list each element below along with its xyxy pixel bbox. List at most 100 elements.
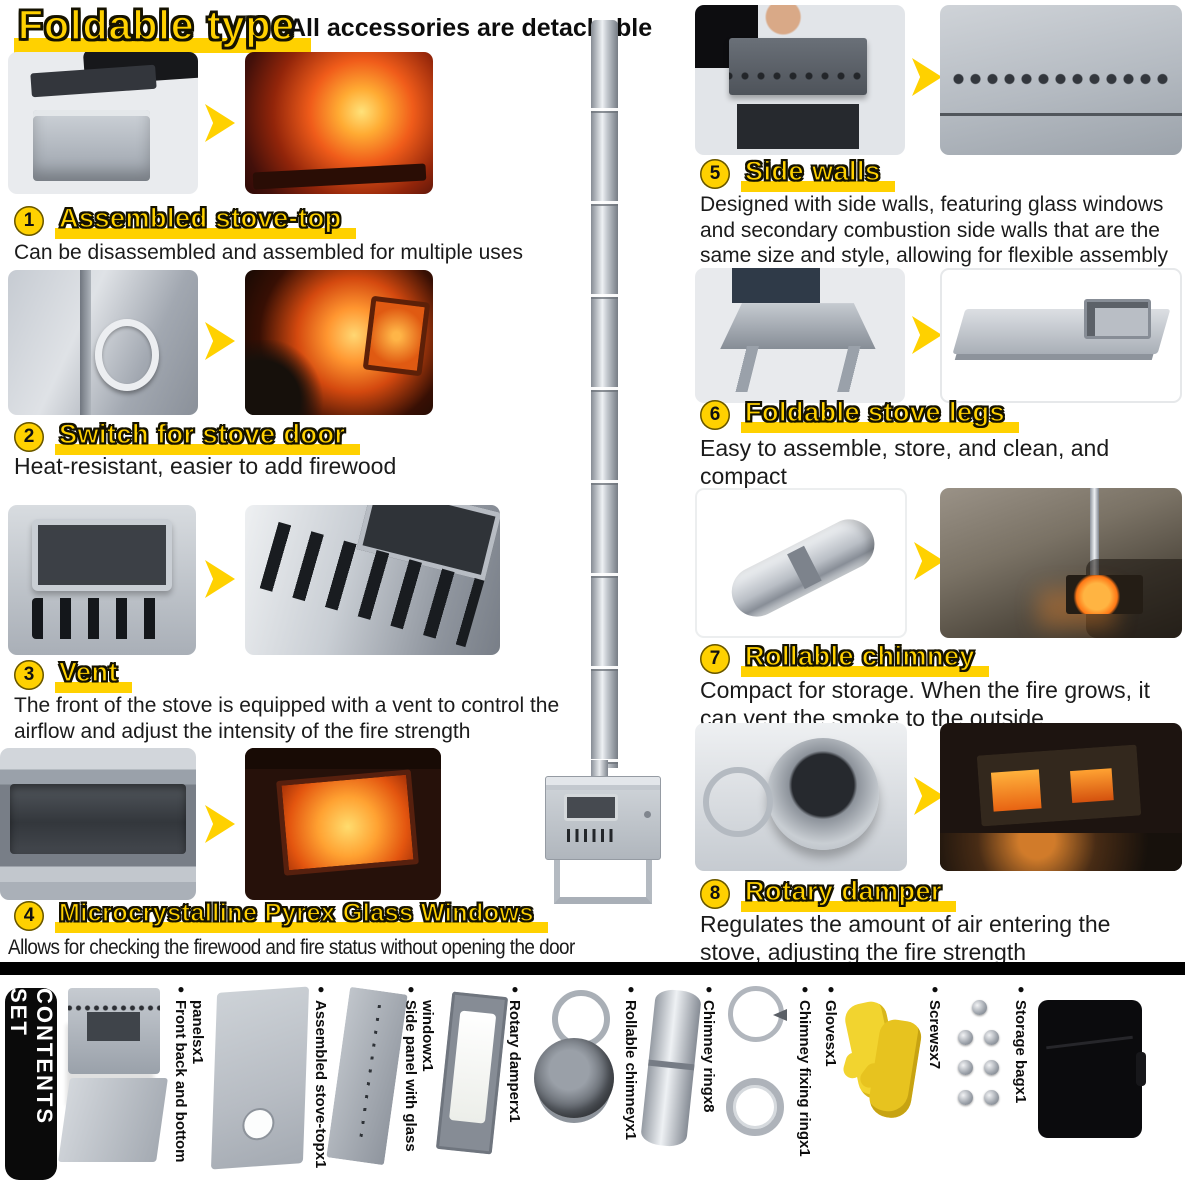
- feature-7-heading: 7 Rollable chimney: [700, 640, 990, 677]
- side-panel-holes-image: [326, 986, 408, 1166]
- feature-1-description: Can be disassembled and assembled for mu…: [14, 241, 523, 264]
- set-item-label: ●Chimney fixing ringx1: [796, 982, 816, 1174]
- bullet-icon: ●: [174, 982, 188, 996]
- screw: [984, 1030, 999, 1045]
- feature-4-number-badge: 4: [14, 901, 44, 931]
- feature-6-heading: 6 Foldable stove legs: [700, 396, 1020, 433]
- chimney-rings-image: [726, 982, 790, 1162]
- bullet-icon: ●: [798, 982, 812, 996]
- set-item-label: ●Glovesx1: [822, 982, 842, 1174]
- photo-vent-angle: [245, 505, 500, 655]
- set-item-label: ●Rotary damperx1: [506, 982, 526, 1174]
- arrow-right-icon: [912, 316, 942, 354]
- photo-vent-front: [8, 505, 196, 655]
- set-contents-badge: SET CONTENTS: [5, 988, 57, 1180]
- feature-8-number-badge: 8: [700, 879, 730, 909]
- bullet-icon: ●: [1014, 982, 1028, 996]
- gloves-image: [842, 992, 924, 1144]
- set-item-label: ●Assembled stove-topx1: [312, 982, 332, 1174]
- set-item-label: ●Screwsx7: [926, 982, 946, 1174]
- photo-glass-window-closeup: [0, 748, 196, 900]
- set-item-label: ●Storage bagx1: [1012, 982, 1032, 1174]
- screw: [972, 1000, 987, 1015]
- photo-assembled-stove: [545, 760, 661, 908]
- feature-3-description: The front of the stove is equipped with …: [14, 694, 560, 743]
- feature-6-description: Easy to assemble, store, and clean, and …: [700, 435, 1110, 490]
- photo-stove-fire-tent: [940, 723, 1182, 871]
- bullet-icon: ●: [314, 982, 328, 996]
- arrow-right-icon: [205, 104, 235, 142]
- screw: [958, 1030, 973, 1045]
- bullet-icon: ●: [508, 982, 522, 996]
- screw: [958, 1060, 973, 1075]
- feature-5-description: Designed with side walls, featuring glas…: [700, 193, 1169, 268]
- stove-pipe-stub: [591, 760, 608, 778]
- divider-bar: [0, 962, 1185, 975]
- stove-top-image: [210, 986, 310, 1170]
- photo-glass-window-fire: [245, 748, 441, 900]
- feature-4-title: Microcrystalline Pyrex Glass Windows: [55, 898, 548, 933]
- stove-latch: [644, 811, 651, 818]
- feature-2-heading: 2 Switch for stove door: [14, 418, 360, 455]
- photo-stovetop-assembly: [8, 52, 198, 194]
- feature-2-description: Heat-resistant, easier to add firewood: [14, 453, 397, 479]
- set-item-label: ●Rollable chimneyx1: [622, 982, 642, 1174]
- photo-stove-door-latch: [8, 270, 198, 415]
- arrow-right-icon: [205, 560, 235, 598]
- feature-5-title: Side walls: [741, 155, 895, 192]
- arrow-right-icon: [205, 322, 235, 360]
- chimney-fixing-ring-coil: [726, 1078, 784, 1136]
- storage-bag-image: [1038, 1000, 1146, 1138]
- set-contents-row: ●Front back and bottom panelsx1 ●Assembl…: [62, 982, 1182, 1184]
- bullet-icon: ●: [928, 982, 942, 996]
- feature-6-number-badge: 6: [700, 400, 730, 430]
- screws-image: [952, 996, 1006, 1126]
- feature-8-title: Rotary damper: [741, 875, 957, 912]
- arrow-right-icon: [912, 58, 942, 96]
- screw: [984, 1060, 999, 1075]
- glass-panel-image: [435, 991, 509, 1155]
- stove-vent-slots: [567, 829, 615, 842]
- photo-adding-firewood: [245, 270, 433, 415]
- feature-7-title: Rollable chimney: [741, 640, 990, 677]
- feature-2-number-badge: 2: [14, 422, 44, 452]
- photo-rolled-chimney: [695, 488, 907, 638]
- chimney-ring-clamp: [728, 986, 784, 1042]
- photo-folding-legs: [695, 268, 905, 403]
- feature-8-description: Regulates the amount of air entering the…: [700, 911, 1111, 966]
- photo-sidewall-insert: [695, 5, 905, 155]
- rotary-damper-image: [532, 982, 616, 1158]
- photo-folded-flat-stove: [940, 268, 1182, 403]
- rollable-chimney-image: [639, 988, 703, 1148]
- feature-4-description: Allows for checking the firewood and fir…: [8, 936, 575, 959]
- photo-open-stove-fire: [245, 52, 433, 194]
- feature-2-title: Switch for stove door: [55, 418, 360, 455]
- photo-chimney-pipe: [591, 20, 618, 768]
- set-item-label: ●Side panel with glass windowx1: [402, 982, 436, 1152]
- stove-body: [545, 776, 661, 860]
- feature-6-title: Foldable stove legs: [741, 396, 1020, 433]
- set-item-label: ●Front back and bottom panelsx1: [172, 982, 206, 1163]
- feature-5-number-badge: 5: [700, 159, 730, 189]
- photo-rotary-damper: [695, 723, 907, 871]
- feature-1-heading: 1 Assembled stove-top: [14, 202, 356, 239]
- bullet-icon: ●: [624, 982, 638, 996]
- feature-3-heading: 3 Vent: [14, 656, 133, 693]
- feature-1-title: Assembled stove-top: [55, 202, 356, 239]
- stove-glass-window: [564, 794, 618, 821]
- bullet-icon: ●: [404, 982, 418, 996]
- bullet-icon: ●: [702, 982, 716, 996]
- set-item-label: ●Chimney ringx8: [700, 982, 720, 1174]
- feature-7-number-badge: 7: [700, 644, 730, 674]
- panels-image: [62, 986, 166, 1168]
- feature-5-heading: 5 Side walls: [700, 155, 895, 192]
- bullet-icon: ●: [824, 982, 838, 996]
- page-title: Foldable type: [14, 1, 312, 53]
- stove-leg-frame: [554, 860, 652, 904]
- feature-3-title: Vent: [55, 656, 133, 693]
- feature-3-number-badge: 3: [14, 660, 44, 690]
- feature-8-heading: 8 Rotary damper: [700, 875, 957, 912]
- screw: [958, 1090, 973, 1105]
- photo-sidewall-holes: [940, 5, 1182, 155]
